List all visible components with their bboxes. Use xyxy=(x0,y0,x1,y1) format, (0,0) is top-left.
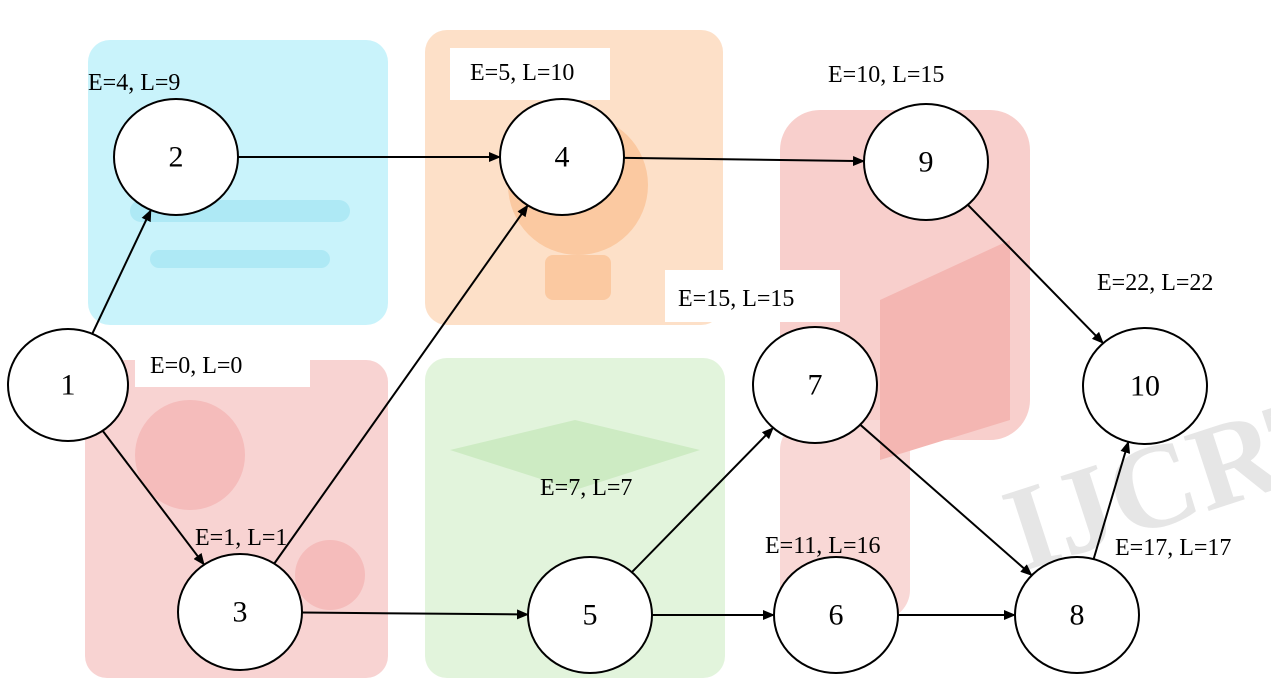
node-10: 10 xyxy=(1082,327,1208,445)
node-1: 1 xyxy=(7,328,129,442)
node-3: 3 xyxy=(177,553,303,671)
time-label-node-8: E=17, L=17 xyxy=(1115,535,1231,561)
node-9: 9 xyxy=(863,103,989,221)
edges xyxy=(91,152,1131,620)
node-circle xyxy=(1082,327,1208,445)
node-circle xyxy=(752,326,878,444)
watermark-cap xyxy=(450,420,700,490)
edge-3-to-5 xyxy=(301,609,530,620)
time-label-node-6: E=11, L=16 xyxy=(765,533,881,559)
node-label: 10 xyxy=(1130,370,1160,403)
edge-9-to-10 xyxy=(967,204,1104,344)
node-5: 5 xyxy=(527,556,653,674)
node-label: 9 xyxy=(919,146,934,179)
node-label: 4 xyxy=(555,141,570,174)
time-label-node-5: E=7, L=7 xyxy=(540,475,632,501)
node-8: 8 xyxy=(1014,556,1140,674)
time-label-node-2: E=4, L=9 xyxy=(88,70,180,96)
time-label-node-7: E=15, L=15 xyxy=(678,286,794,312)
node-label: 3 xyxy=(233,596,248,629)
edge-1-to-3 xyxy=(101,430,205,566)
label-bg-1 xyxy=(135,335,310,387)
node-6: 6 xyxy=(773,556,899,674)
node-label: 5 xyxy=(583,599,598,632)
time-label-node-1: E=0, L=0 xyxy=(150,353,242,379)
node-circle xyxy=(527,556,653,674)
node-label: 8 xyxy=(1070,599,1085,632)
node-circle xyxy=(863,103,989,221)
edge-5-to-7 xyxy=(631,427,774,573)
label-backgrounds xyxy=(135,48,1260,387)
time-labels: E=0, L=0 E=4, L=9E=1, L=1 E=5, L=10E=7, L=… xyxy=(88,60,1231,561)
time-label-node-9: E=10, L=15 xyxy=(828,62,944,88)
node-circle xyxy=(177,553,303,671)
node-label: 2 xyxy=(169,141,184,174)
edge-3-to-4 xyxy=(273,204,529,565)
watermark-bulb-base xyxy=(545,255,611,300)
edge-7-to-8 xyxy=(859,423,1033,577)
node-label: 1 xyxy=(61,369,76,402)
time-label-node-10: E=22, L=22 xyxy=(1097,270,1213,296)
node-circle xyxy=(499,98,625,216)
watermark-book xyxy=(880,240,1010,460)
watermark-gear xyxy=(135,400,245,510)
node-label: 7 xyxy=(808,369,823,402)
edge-8-to-10 xyxy=(1092,440,1131,560)
node-circle xyxy=(773,556,899,674)
label-bg-4 xyxy=(450,48,610,100)
watermark-stripe xyxy=(150,250,330,268)
node-circle xyxy=(1014,556,1140,674)
label-bg-7 xyxy=(665,270,840,322)
label-bg-10 xyxy=(1082,258,1260,310)
node-4: 4 xyxy=(499,98,625,216)
nodes: 1 2 3 4 5 6 7 8 9 10 xyxy=(7,98,1208,674)
watermark-gear-small xyxy=(295,540,365,610)
node-7: 7 xyxy=(752,326,878,444)
time-label-node-3: E=1, L=1 xyxy=(195,525,287,551)
node-label: 6 xyxy=(829,599,844,632)
edge-1-to-2 xyxy=(91,209,152,335)
time-label-node-4: E=5, L=10 xyxy=(470,60,574,86)
node-circle xyxy=(113,98,239,216)
node-circle xyxy=(7,328,129,442)
node-2: 2 xyxy=(113,98,239,216)
edge-4-to-9 xyxy=(623,155,866,166)
